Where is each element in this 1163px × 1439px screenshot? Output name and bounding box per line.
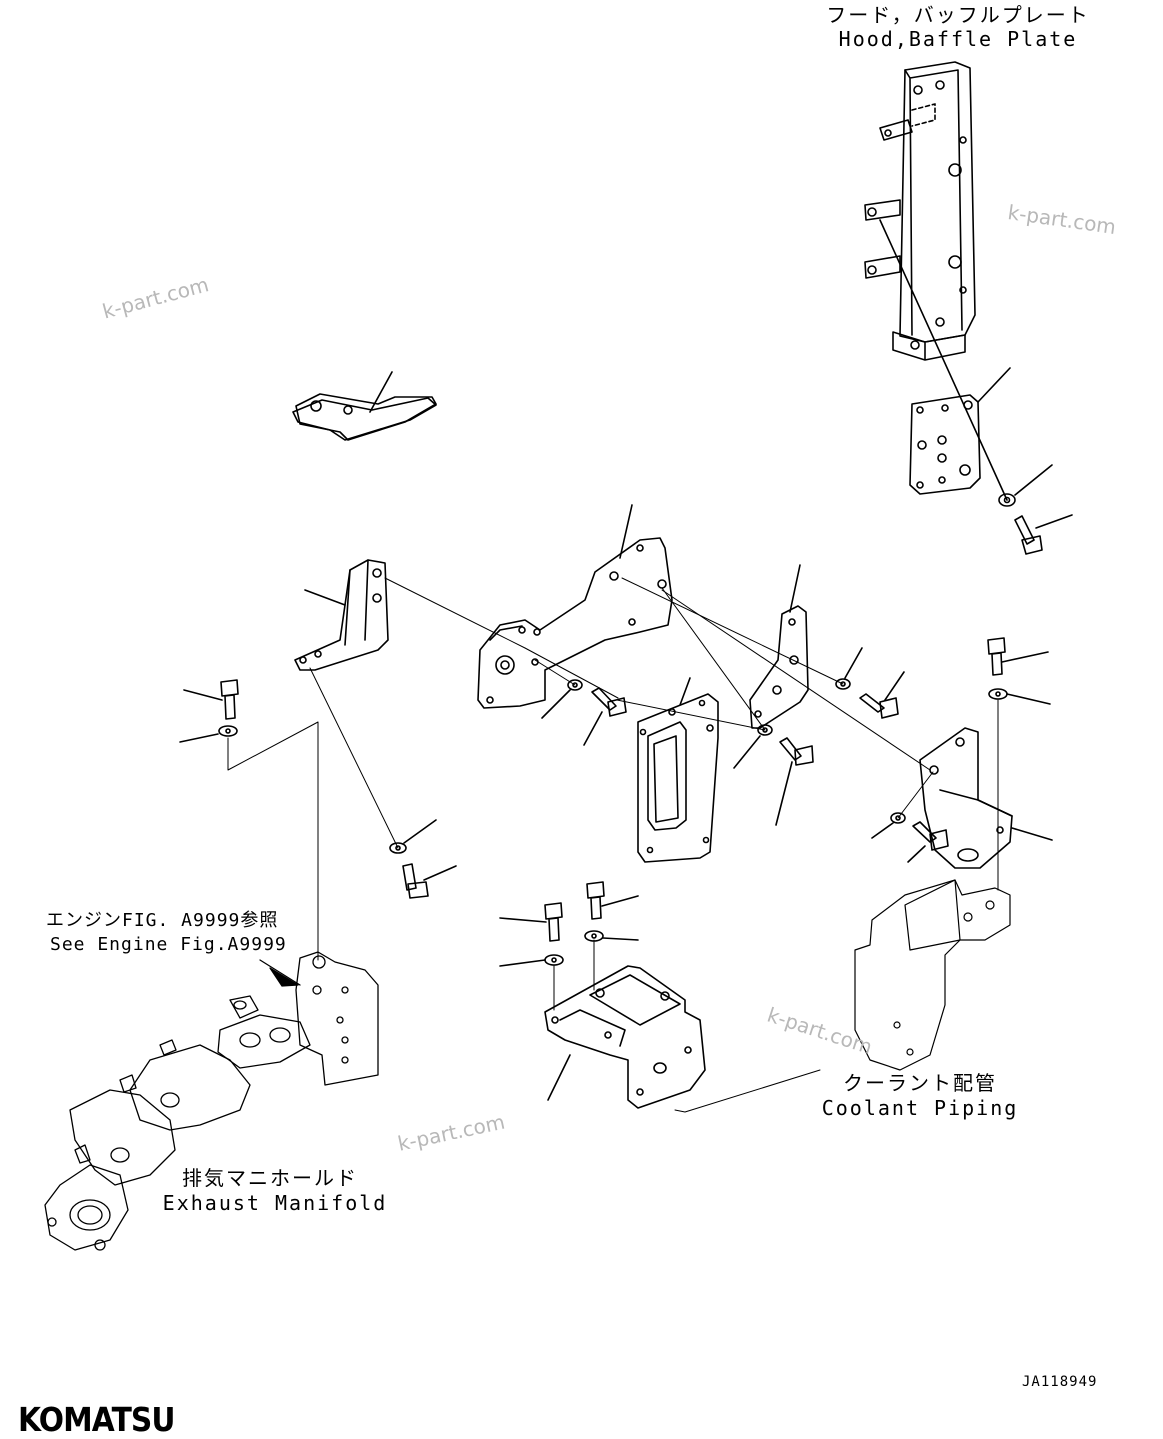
- washer-bolt-right-top: [880, 220, 1072, 554]
- left-upright-bracket: [295, 560, 388, 670]
- bolt-right-top: [988, 638, 1050, 704]
- exhaust-manifold: [45, 952, 378, 1250]
- fasteners: [180, 638, 1050, 966]
- hood-label-en: Hood,Baffle Plate: [838, 27, 1078, 51]
- drawing-code: JA118949: [1022, 1374, 1098, 1390]
- exhaust-label-jp: 排気マニホールド: [182, 1166, 358, 1190]
- bolt-left: [180, 680, 238, 742]
- coolant-label-jp: クーラント配管: [843, 1071, 997, 1095]
- hood-label-jp: フード，バッフルプレート: [826, 3, 1090, 27]
- bottom-center-bracket: [545, 966, 705, 1108]
- bolt-lower-left: [390, 820, 456, 898]
- hood-baffle-frame: [865, 62, 975, 360]
- coolant-label-en: Coolant Piping: [821, 1096, 1019, 1120]
- bolt-right-lower: [872, 813, 948, 862]
- lower-left-bracket: [293, 372, 437, 440]
- right-angle-bracket: [920, 728, 1052, 868]
- bolt-center-2: [734, 725, 813, 825]
- engine-ref-label-en: See Engine Fig.A9999: [50, 934, 287, 955]
- bolt-center-1: [542, 680, 626, 745]
- bolt-right-mid: [836, 648, 904, 718]
- center-large-bracket: [478, 505, 672, 708]
- bolt-bottom-2: [585, 882, 638, 941]
- engine-ref-label-jp: エンジンFIG. A9999参照: [46, 910, 279, 931]
- center-pad-bracket: [638, 678, 718, 862]
- l-bracket: [750, 565, 808, 728]
- exhaust-label-en: Exhaust Manifold: [162, 1191, 388, 1215]
- bolt-bottom-1: [500, 903, 563, 966]
- komatsu-logo: KOMATSU: [18, 1400, 176, 1439]
- mounting-plate-right: [910, 368, 1010, 494]
- assembly-lines: [228, 578, 998, 1112]
- coolant-piping-phantom: [855, 880, 1010, 1070]
